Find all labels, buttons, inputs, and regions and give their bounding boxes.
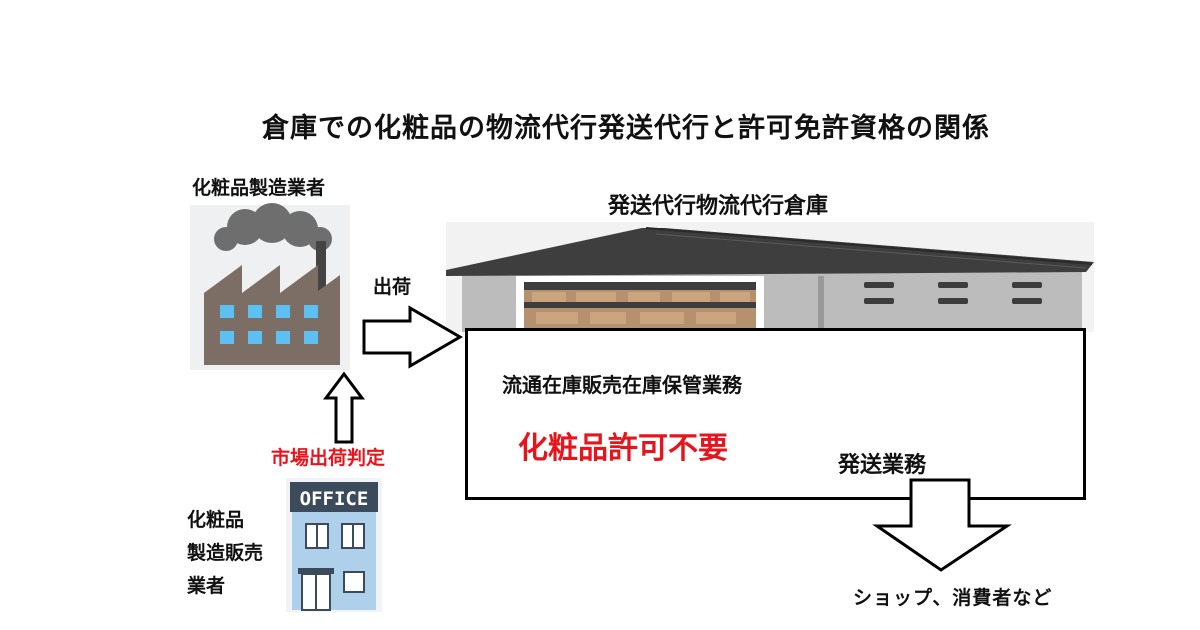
manufacturer-label: 化粧品製造業者 [192,177,326,199]
office-sign-text: OFFICE [300,488,369,510]
warehouse-icon [446,222,1094,332]
warehouse-services-box [465,328,1086,500]
ship-arrow [362,305,463,369]
storage-service-label: 流通在庫販売在庫保管業務 [502,373,742,397]
warehouse-label: 発送代行物流代行倉庫 [608,194,829,219]
factory-icon [190,203,350,370]
destination-label: ショップ、消費者など [853,587,1053,609]
ship-label: 出荷 [373,276,412,298]
diagram-title: 倉庫での化粧品の物流代行発送代行と許可免許資格の関係 [262,113,990,144]
dispatch-arrow [872,478,1012,572]
permit-not-required-label: 化粧品許可不要 [518,431,728,466]
dispatch-label: 発送業務 [838,453,927,478]
market-release-judgement-label: 市場出荷判定 [271,447,386,469]
seller-label: 化粧品 製造販売 業者 [187,509,264,597]
office-building-icon: OFFICE [286,478,382,612]
judgement-arrow [323,371,365,444]
